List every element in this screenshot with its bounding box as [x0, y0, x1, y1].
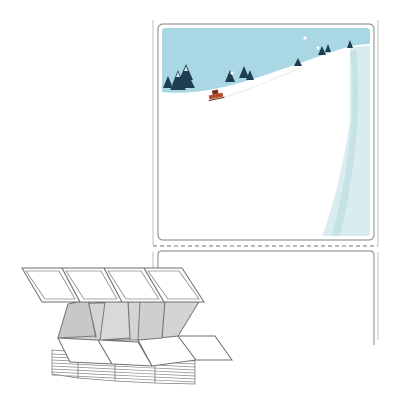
fanfold-stack [21, 267, 233, 385]
sled-icon [208, 89, 225, 102]
snowflakes [230, 36, 320, 75]
pine-trees [163, 40, 353, 90]
folding-section [57, 299, 201, 341]
second-label [157, 250, 375, 345]
stack-top-labels [57, 335, 233, 367]
winter-scene [162, 28, 370, 236]
top-label-strip [21, 267, 205, 303]
